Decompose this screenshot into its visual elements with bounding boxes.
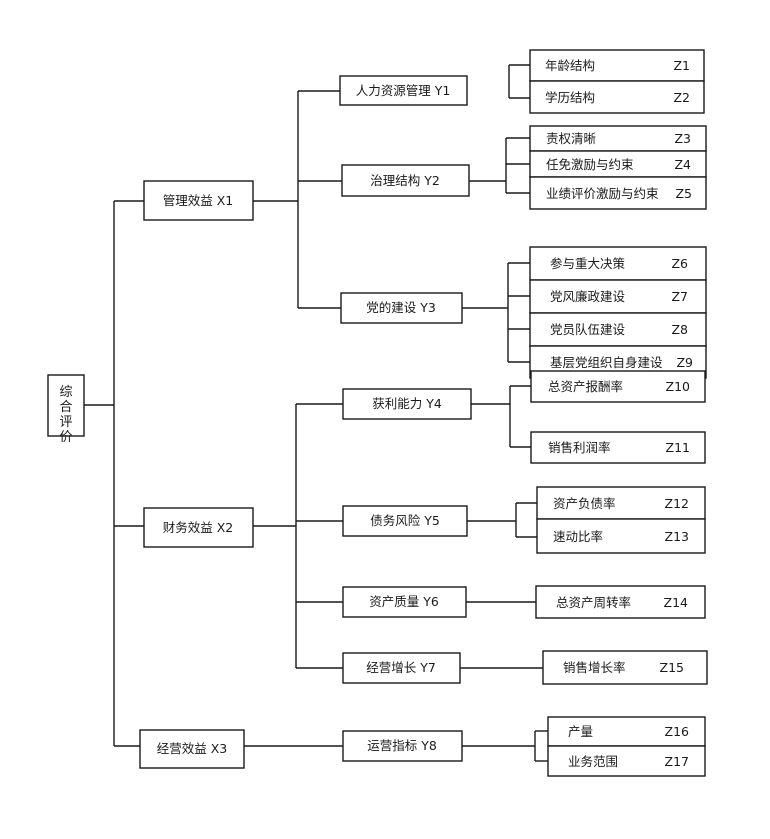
- level2-node-y5: 债务风险 Y5: [342, 505, 468, 537]
- level3-node-z1: 年龄结构 Z1: [529, 49, 705, 82]
- level3-node-z3: 责权清晰 Z3: [529, 125, 707, 152]
- node-code: Z17: [665, 754, 689, 769]
- node-code: Z15: [660, 660, 684, 675]
- node-code: Z2: [673, 90, 690, 105]
- node-label: 财务效益 X2: [163, 520, 234, 535]
- node-label: 经营增长 Y7: [366, 660, 436, 675]
- level3-node-z17: 业务范围 Z17: [547, 745, 706, 777]
- node-label: 获利能力 Y4: [372, 396, 442, 411]
- node-code: Z10: [666, 379, 691, 394]
- node-label: 人力资源管理 Y1: [356, 83, 451, 98]
- level3-node-z14: 总资产周转率 Z14: [535, 585, 706, 619]
- node-code: Z1: [673, 58, 690, 73]
- node-label: 党员队伍建设: [550, 322, 626, 337]
- root-node: 综 合 评 价: [47, 374, 85, 445]
- node-label: 参与重大决策: [550, 256, 626, 271]
- node-label: 债务风险 Y5: [370, 513, 440, 528]
- root-char: 价: [59, 430, 72, 445]
- level3-node-z13: 速动比率 Z13: [536, 518, 706, 554]
- node-code: Z16: [665, 724, 690, 739]
- level3-node-z5: 业绩评价激励与约束 Z5: [529, 176, 707, 210]
- level2-node-y8: 运营指标 Y8: [342, 730, 463, 762]
- node-label: 业务范围: [568, 754, 618, 769]
- level1-node-x3: 经营效益 X3: [139, 729, 245, 769]
- level2-node-y1: 人力资源管理 Y1: [339, 75, 468, 106]
- node-label: 任免激励与约束: [546, 157, 634, 172]
- node-label: 党风廉政建设: [550, 289, 626, 304]
- level2-node-y2: 治理结构 Y2: [341, 164, 470, 197]
- node-label: 基层党组织自身建设: [550, 355, 663, 370]
- level3-node-z10: 总资产报酬率 Z10: [530, 370, 706, 403]
- node-code: Z4: [674, 157, 691, 172]
- node-label: 资产质量 Y6: [369, 594, 439, 609]
- level3-node-z12: 资产负债率 Z12: [536, 486, 706, 520]
- level1-node-x2: 财务效益 X2: [143, 507, 254, 548]
- level3-node-z6: 参与重大决策 Z6: [529, 246, 707, 281]
- node-code: Z5: [675, 186, 692, 201]
- node-label: 速动比率: [553, 529, 603, 544]
- node-code: Z9: [676, 355, 693, 370]
- node-label: 责权清晰: [546, 131, 596, 146]
- node-code: Z11: [666, 440, 690, 455]
- level2-node-y6: 资产质量 Y6: [342, 586, 467, 618]
- root-char: 评: [59, 415, 72, 430]
- level3-node-z16: 产量 Z16: [547, 716, 706, 747]
- level3-node-z7: 党风廉政建设 Z7: [529, 279, 707, 314]
- node-label: 销售增长率: [563, 660, 626, 675]
- level2-node-y3: 党的建设 Y3: [340, 292, 463, 324]
- node-label: 总资产周转率: [556, 595, 631, 610]
- node-label: 销售利润率: [548, 440, 611, 455]
- level3-node-z8: 党员队伍建设 Z8: [529, 312, 707, 347]
- node-label: 总资产报酬率: [548, 379, 623, 394]
- root-char: 合: [59, 400, 72, 415]
- level3-node-z11: 销售利润率 Z11: [530, 431, 706, 464]
- level2-node-y4: 获利能力 Y4: [342, 388, 472, 420]
- node-label: 年龄结构: [545, 58, 595, 73]
- node-code: Z8: [671, 322, 688, 337]
- node-code: Z14: [664, 595, 689, 610]
- node-code: Z6: [671, 256, 688, 271]
- node-label: 产量: [568, 724, 593, 739]
- level1-node-x1: 管理效益 X1: [143, 180, 254, 221]
- node-label: 党的建设 Y3: [366, 300, 436, 315]
- node-label: 经营效益 X3: [157, 741, 228, 756]
- node-code: Z12: [665, 496, 689, 511]
- level3-node-z15: 销售增长率 Z15: [542, 650, 708, 685]
- node-code: Z13: [665, 529, 689, 544]
- level3-node-z2: 学历结构 Z2: [529, 80, 705, 114]
- node-label: 治理结构 Y2: [370, 173, 440, 188]
- node-code: Z3: [674, 131, 691, 146]
- node-label: 资产负债率: [553, 496, 616, 511]
- level2-node-y7: 经营增长 Y7: [342, 652, 461, 684]
- node-label: 运营指标 Y8: [367, 738, 437, 753]
- node-label: 管理效益 X1: [163, 193, 234, 208]
- node-code: Z7: [671, 289, 688, 304]
- node-label: 学历结构: [545, 90, 595, 105]
- level3-node-z4: 任免激励与约束 Z4: [529, 150, 707, 178]
- connector-lines: [84, 64, 548, 762]
- node-label: 业绩评价激励与约束: [546, 186, 659, 201]
- root-char: 综: [59, 385, 72, 400]
